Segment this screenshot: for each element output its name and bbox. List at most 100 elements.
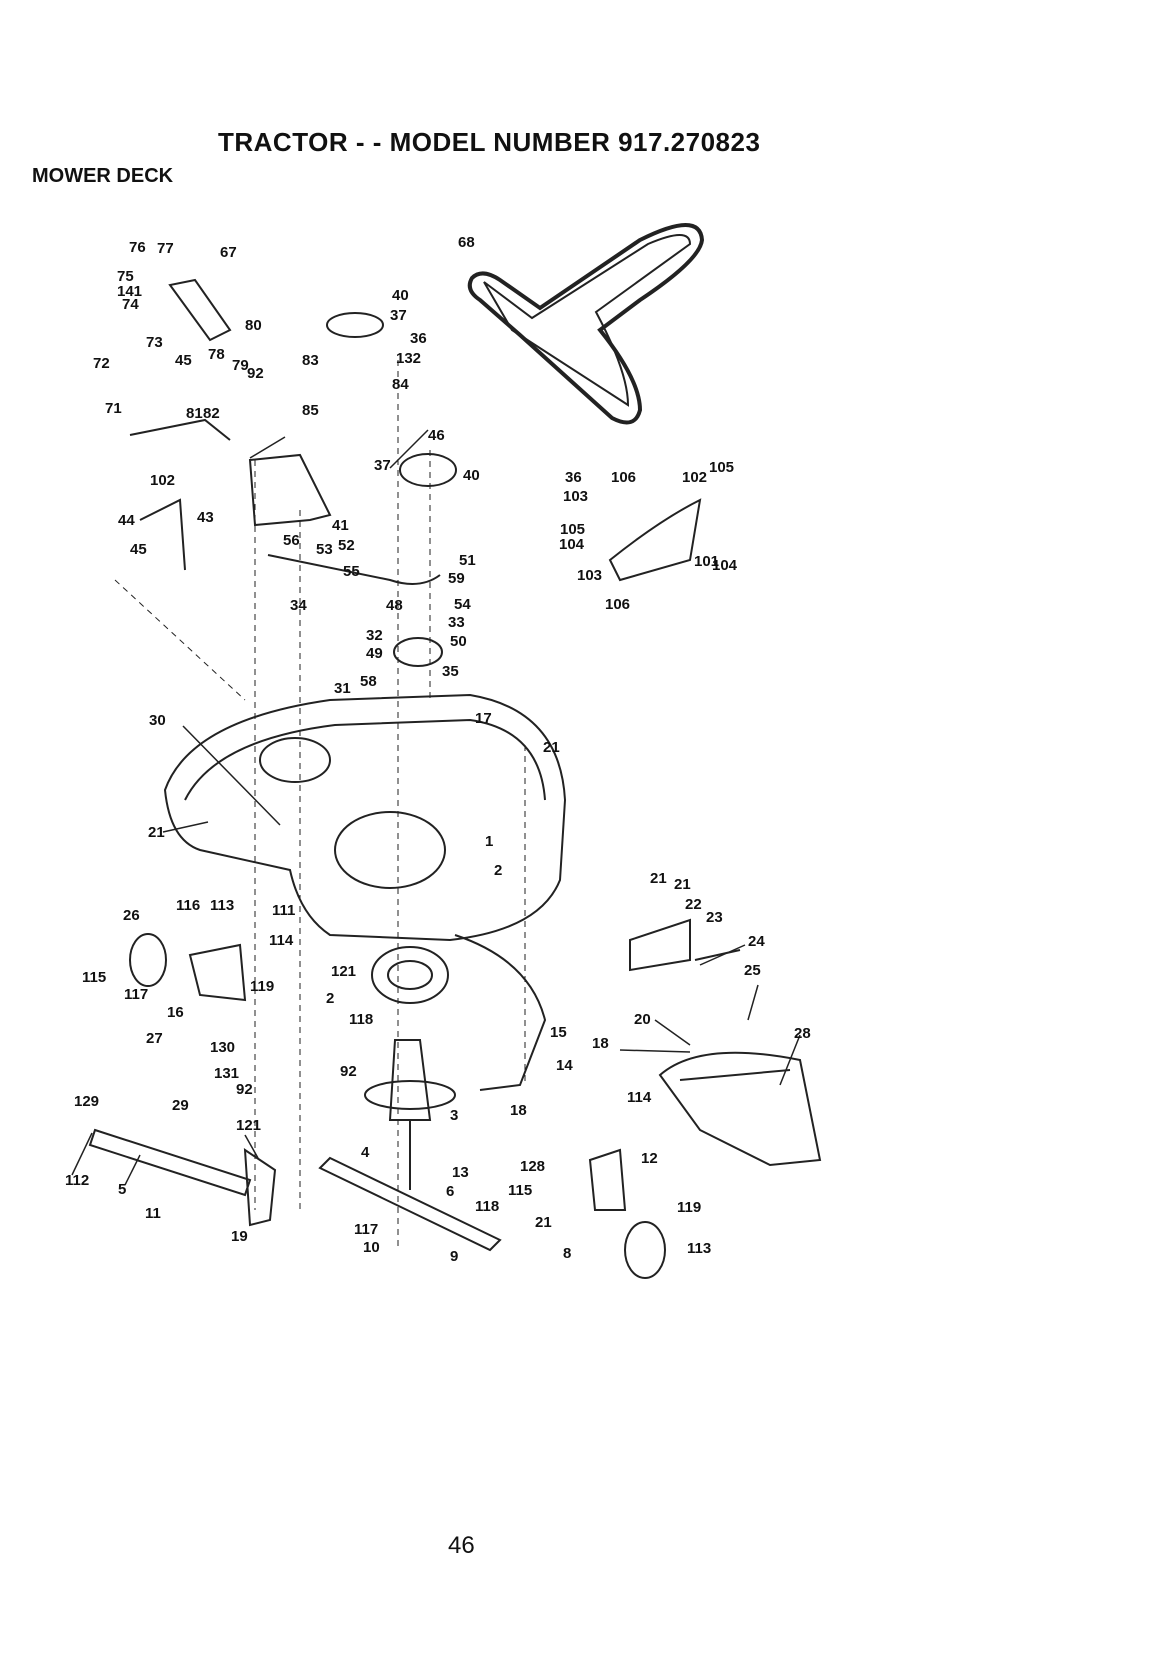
callout-77: 77 xyxy=(157,240,174,257)
callout-5: 5 xyxy=(118,1181,126,1198)
deck-rim xyxy=(184,718,546,801)
page-title: TRACTOR - - MODEL NUMBER 917.270823 xyxy=(218,127,761,157)
leader-29 xyxy=(619,1049,691,1053)
callout-29: 29 xyxy=(172,1097,189,1114)
gauge-wheel-right xyxy=(624,1221,666,1279)
deck-spindle-opening xyxy=(334,811,446,889)
deck-pulley-left xyxy=(259,737,331,783)
callout-54: 54 xyxy=(454,596,471,613)
leader-46 xyxy=(249,436,286,459)
callout-14: 14 xyxy=(556,1057,573,1074)
callout-23: 23 xyxy=(706,909,723,926)
callout-67: 67 xyxy=(220,244,237,261)
callout-3: 3 xyxy=(450,1107,458,1124)
callout-103: 103 xyxy=(563,488,588,505)
callout-111: 111 xyxy=(272,902,295,919)
tractor-hood xyxy=(658,1051,822,1167)
callout-115: 115 xyxy=(508,1182,532,1199)
callout-21: 21 xyxy=(674,876,691,893)
callout-27: 27 xyxy=(146,1030,163,1047)
callout-21: 21 xyxy=(543,739,560,756)
callout-11: 11 xyxy=(145,1205,161,1222)
bracket-46 xyxy=(248,453,332,527)
callout-2: 2 xyxy=(494,862,502,879)
callout-104: 104 xyxy=(712,557,738,574)
pulley-middle xyxy=(399,453,457,487)
callout-18: 18 xyxy=(510,1102,527,1119)
leader-6 xyxy=(124,1154,141,1186)
callout-92: 92 xyxy=(247,365,264,382)
lift-linkage-73 xyxy=(168,278,232,342)
callout-30: 30 xyxy=(149,712,166,729)
callout-78: 78 xyxy=(208,346,225,363)
callout-116: 116 xyxy=(176,897,200,914)
tractor-grille xyxy=(679,1069,791,1081)
callout-75: 75 xyxy=(117,268,134,285)
callout-8: 8 xyxy=(563,1245,571,1262)
callout-41: 41 xyxy=(332,517,349,534)
callout-105: 105 xyxy=(560,521,585,538)
callout-115: 115 xyxy=(82,969,106,986)
callout-112: 112 xyxy=(65,1172,89,1189)
leader-28 xyxy=(654,1019,691,1046)
callout-26: 26 xyxy=(123,907,140,924)
callout-53: 53 xyxy=(316,541,333,558)
spindle-housing xyxy=(388,1039,432,1121)
callout-101: 101 xyxy=(694,553,719,570)
leader-40b xyxy=(389,429,429,469)
callout-114: 114 xyxy=(627,1089,652,1106)
callout-102: 102 xyxy=(150,472,175,489)
callout-113: 113 xyxy=(210,897,234,914)
callout-21: 21 xyxy=(650,870,667,887)
callout-21: 21 xyxy=(535,1214,552,1231)
callout-119: 119 xyxy=(677,1199,701,1216)
callout-36: 36 xyxy=(565,469,582,486)
callout-18: 18 xyxy=(592,1035,609,1052)
callout-84: 84 xyxy=(392,376,409,393)
callout-19: 19 xyxy=(231,1228,248,1245)
callout-119: 119 xyxy=(250,978,274,995)
callout-1: 1 xyxy=(485,833,493,850)
callout-128: 128 xyxy=(520,1158,545,1175)
callout-59: 59 xyxy=(448,570,465,587)
callout-45: 45 xyxy=(175,352,192,369)
callout-118: 118 xyxy=(475,1198,499,1215)
callout-6: 6 xyxy=(446,1183,454,1200)
callout-68: 68 xyxy=(458,234,475,251)
callout-82: 82 xyxy=(203,405,220,422)
callout-117: 117 xyxy=(124,986,148,1003)
callout-17: 17 xyxy=(475,710,492,727)
callout-129: 129 xyxy=(74,1093,99,1110)
callout-121: 121 xyxy=(236,1117,261,1134)
callout-13: 13 xyxy=(452,1164,469,1181)
spring-25 xyxy=(694,949,741,961)
callout-114: 114 xyxy=(269,932,294,949)
callout-25: 25 xyxy=(744,962,761,979)
callout-106: 106 xyxy=(611,469,636,486)
callout-4: 4 xyxy=(361,1144,370,1161)
callout-40: 40 xyxy=(463,467,480,484)
callout-79: 79 xyxy=(232,357,249,374)
callout-118: 118 xyxy=(349,1011,373,1028)
callout-52: 52 xyxy=(338,537,355,554)
callout-121: 121 xyxy=(331,963,356,980)
callout-81: 81 xyxy=(186,405,203,422)
callout-71: 71 xyxy=(105,400,122,417)
rod-71 xyxy=(129,418,231,441)
callout-24: 24 xyxy=(748,933,765,950)
blade xyxy=(318,1156,502,1252)
callout-76: 76 xyxy=(129,239,146,256)
leader-27 xyxy=(779,1034,801,1086)
section-heading: MOWER DECK xyxy=(32,165,174,187)
callout-2: 2 xyxy=(326,990,334,1007)
hanger-bracket xyxy=(629,918,691,972)
pulley-upper xyxy=(326,312,384,338)
idler-arm xyxy=(267,554,441,585)
callout-45: 45 xyxy=(130,541,147,558)
callout-43: 43 xyxy=(197,509,214,526)
callout-104: 104 xyxy=(559,536,585,553)
callout-85: 85 xyxy=(302,402,319,419)
callout-130: 130 xyxy=(210,1039,235,1056)
belt-inner xyxy=(483,234,692,407)
callout-36: 36 xyxy=(410,330,427,347)
